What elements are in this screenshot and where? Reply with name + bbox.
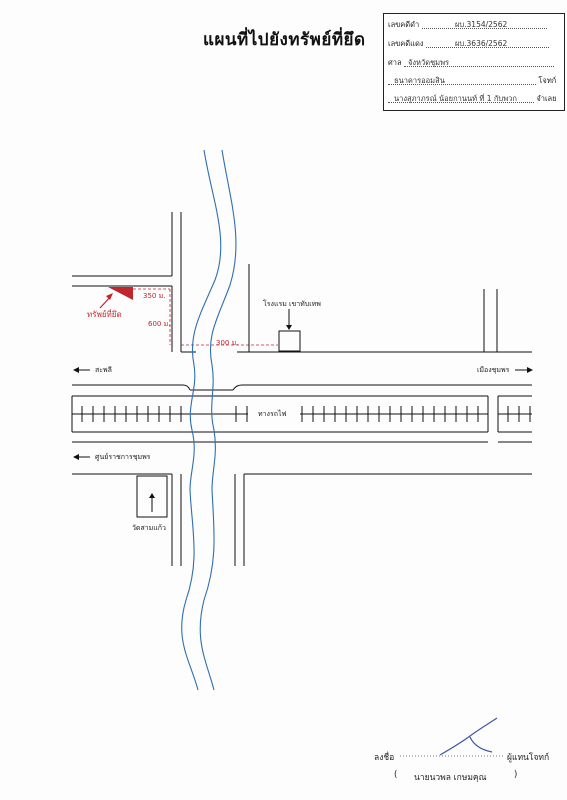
red-case-row: เลขคดีแดง ผบ.3636/2562	[388, 36, 560, 52]
plaintiff-suffix: โจทก์	[538, 76, 557, 85]
court-row: ศาล จังหวัดชุมพร	[388, 55, 560, 71]
river-bank	[199, 149, 237, 691]
hotel-arrow-head	[286, 325, 292, 330]
plaintiff-row: โจทก์ ธนาคารออมสิน	[388, 73, 560, 89]
rail-ties	[81, 406, 531, 422]
arrow-west-head	[73, 367, 79, 373]
signature-scribble	[439, 717, 498, 756]
black-case-value: ผบ.3154/2562	[455, 20, 508, 29]
name-open-paren: (	[394, 770, 398, 780]
hotel-building	[278, 330, 301, 352]
direction-govcenter-label: ศูนย์ราชการชุมพร	[95, 453, 151, 461]
property-marker	[108, 287, 133, 300]
case-info-box: เลขคดีดำ ผบ.3154/2562 เลขคดีแดง ผบ.3636/…	[383, 13, 565, 111]
property-arrow-head	[106, 293, 113, 300]
hotel-label: โรงแรม เขาทับเทพ	[263, 300, 321, 308]
signer-name: นายนวพล เกษมคุณ	[414, 773, 487, 783]
black-case-row: เลขคดีดำ ผบ.3154/2562	[388, 17, 560, 33]
distance-350-label: 350 ม.	[143, 292, 166, 300]
temple-label: วัดสามแก้ว	[132, 524, 166, 532]
sign-role: ผู้แทนโจทก์	[507, 753, 550, 763]
dotted-line	[421, 17, 547, 29]
map-title: แผนที่ไปยังทรัพย์ที่ยึด	[203, 30, 366, 50]
red-case-value: ผบ.3636/2562	[455, 39, 508, 48]
distance-600-label: 600 ม.	[148, 320, 171, 328]
red-case-label: เลขคดีแดง	[388, 39, 424, 48]
black-case-label: เลขคดีดำ	[388, 20, 420, 29]
river-bank	[181, 149, 222, 691]
property-label: ทรัพย์ที่ยึด	[87, 310, 122, 319]
name-close-paren: )	[514, 770, 518, 780]
dotted-line	[388, 73, 536, 85]
court-value: จังหวัดชุมพร	[408, 58, 450, 67]
direction-sawi-label: สะพลี	[95, 366, 112, 374]
arrow-west-gov-head	[73, 454, 79, 460]
distance-300-label: 300 ม.	[216, 339, 239, 347]
bridge-edge	[182, 384, 191, 391]
defendant-suffix: จำเลย	[536, 94, 557, 103]
dotted-line	[403, 55, 554, 67]
dotted-line	[388, 91, 534, 103]
defendant-value: นางสุภาภรณ์ น้อยกานนท์ ที่ 1 กับพวก	[394, 94, 517, 103]
direction-muang-label: เมืองชุมพร	[477, 366, 510, 374]
arrow-east-head	[527, 367, 533, 373]
temple-building	[136, 475, 168, 518]
railway-label: ทางรถไฟ	[255, 409, 290, 420]
sign-prefix: ลงชื่อ	[374, 753, 395, 763]
plaintiff-value: ธนาคารออมสิน	[394, 76, 445, 85]
bridge-edge	[232, 384, 243, 391]
dotted-line	[425, 36, 549, 48]
temple-arrow-head	[149, 493, 155, 498]
defendant-row: จำเลย นางสุภาภรณ์ น้อยกานนท์ ที่ 1 กับพว…	[388, 91, 560, 107]
court-label: ศาล	[388, 58, 402, 67]
